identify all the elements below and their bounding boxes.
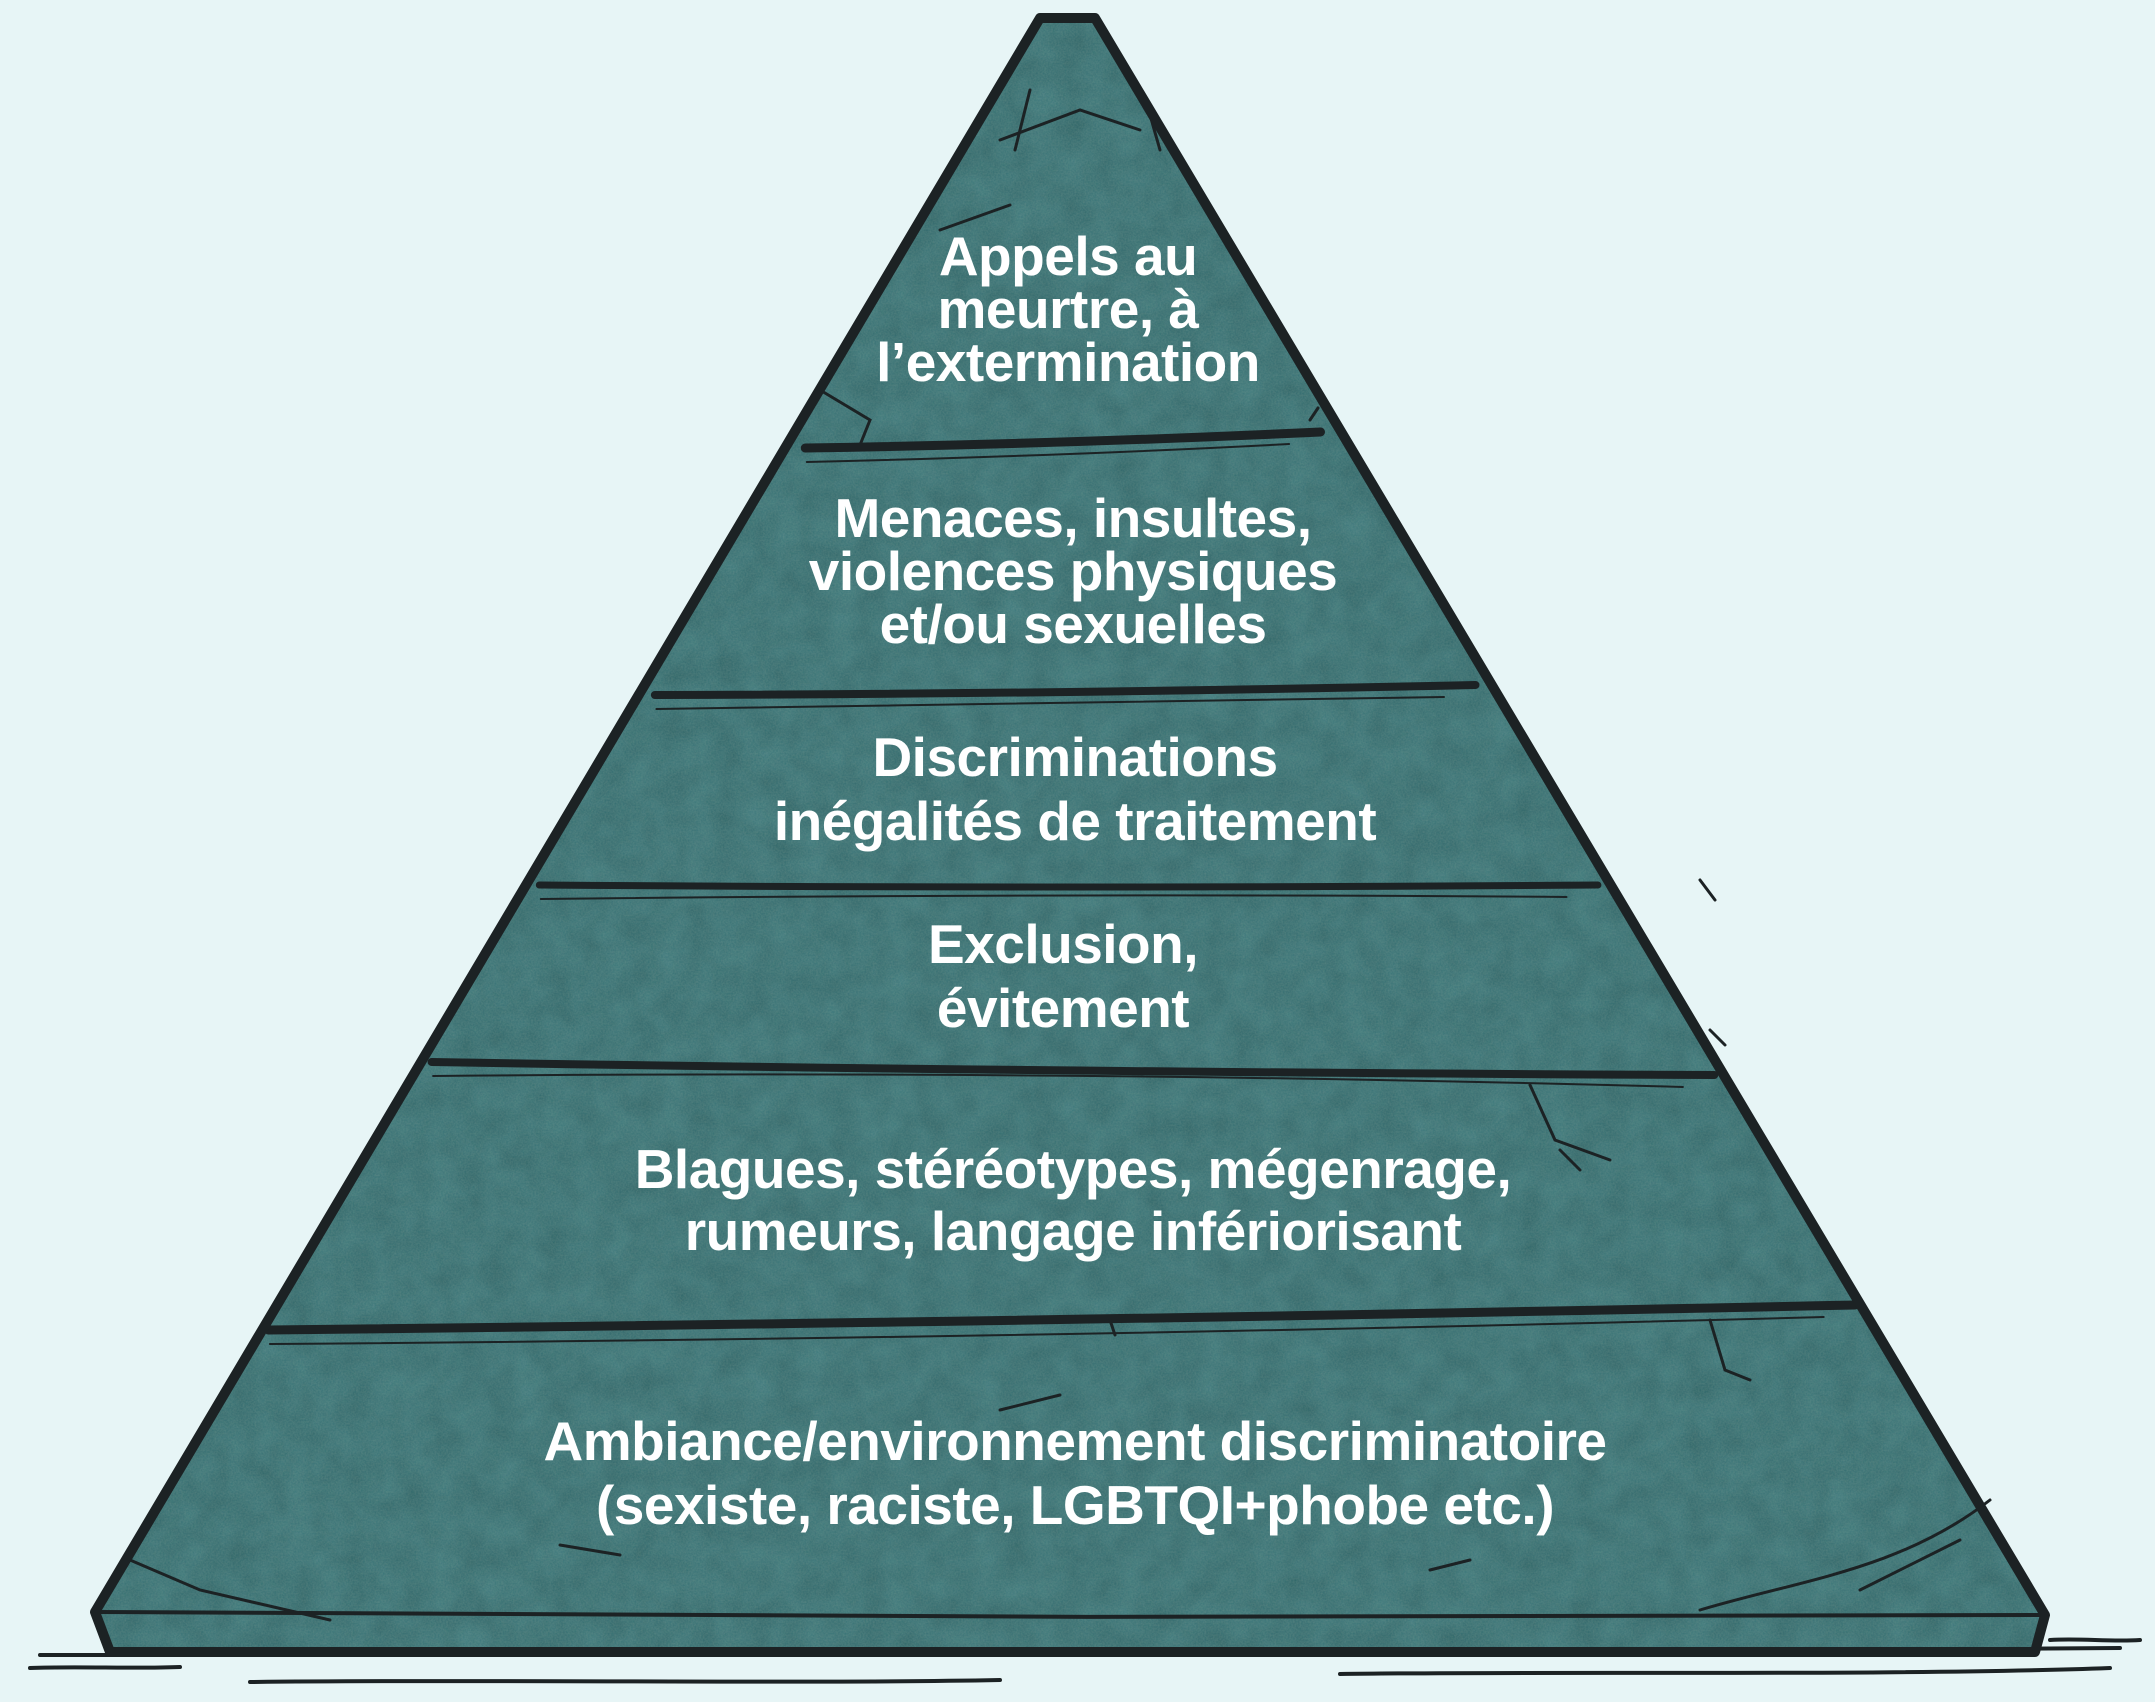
tier-label-line: l’extermination [876,331,1260,393]
tier-separator [650,681,1480,699]
tier-separator-shadow [805,443,1291,463]
tier-separator-shadow [432,1073,1684,1088]
tier-label-6: Ambiance/environnement discriminatoire(s… [544,1410,1607,1536]
tier-separator [427,1058,1719,1079]
pyramid-base-edge [94,1610,2046,1619]
tier-separator-shadow [539,894,1568,900]
tier-label-line: (sexiste, raciste, LGBTQI+phobe etc.) [596,1474,1554,1536]
stone-cracks [128,88,1992,1622]
tier-label-line: Menaces, insultes, [834,487,1311,549]
tier-separator [800,427,1325,453]
tier-label-line: meurtre, à [938,278,1200,340]
tier-label-line: évitement [937,977,1189,1039]
tier-label-line: inégalités de traitement [774,790,1377,852]
tier-separator [264,1300,1860,1335]
tier-separator-shadow [268,1316,1825,1345]
tier-label-line: Ambiance/environnement discriminatoire [544,1410,1607,1472]
tier-separators [264,427,1860,1345]
tier-label-line: Discriminations [872,726,1277,788]
tier-label-line: Exclusion, [928,913,1198,975]
tier-label-line: violences physiques [809,540,1338,602]
tier-separator-shadow [655,696,1445,710]
tier-label-4: Exclusion,évitement [928,913,1198,1039]
tier-label-line: et/ou sexuelles [880,593,1267,655]
tier-separator [535,881,1602,891]
tier-label-line: Appels au [939,225,1197,287]
tier-label-5: Blagues, stéréotypes, mégenrage,rumeurs,… [635,1138,1512,1262]
tier-label-line: Blagues, stéréotypes, mégenrage, [635,1138,1512,1200]
tier-label-line: rumeurs, langage infériorisant [685,1200,1462,1262]
